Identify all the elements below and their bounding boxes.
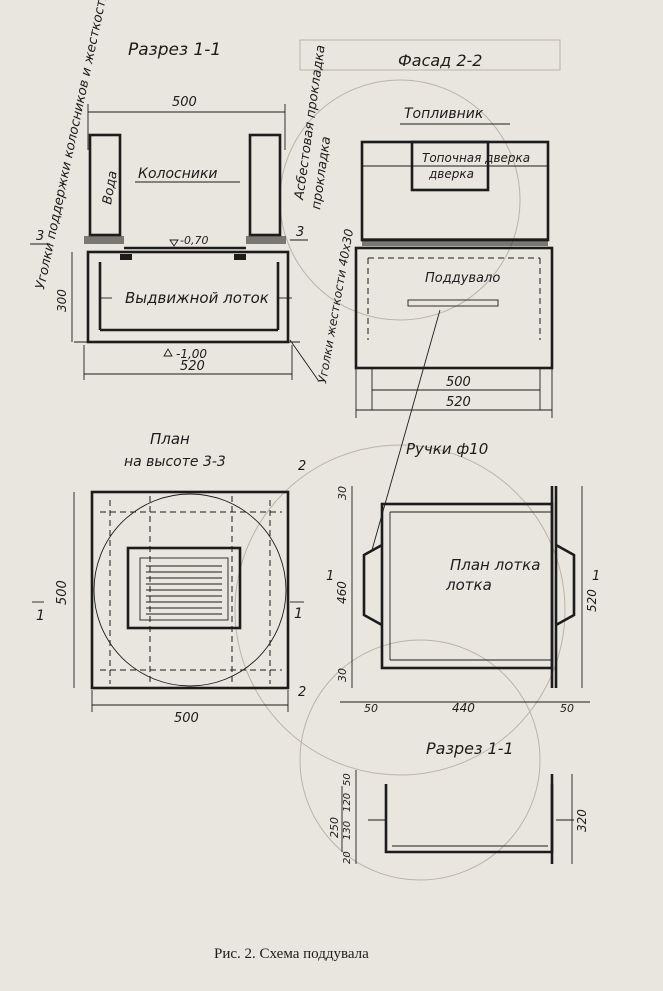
mark-top: -0,70 — [180, 234, 208, 247]
plan-mark-2-top: 2 — [298, 459, 306, 474]
handle-left — [362, 543, 383, 627]
tray-mark-1-left: 1 — [326, 569, 334, 584]
tray-section-title: Разрез 1-1 — [426, 739, 514, 758]
facade-dim-inner: 500 — [446, 375, 471, 390]
ashpit-label: Поддувало — [425, 271, 500, 286]
water-column-right — [248, 133, 282, 237]
facade-title: Фасад 2-2 — [398, 51, 482, 70]
plan-title: План — [150, 430, 190, 448]
plan-outline — [90, 490, 290, 690]
tray-plan: Ручки ф10 План лотка лотка 30 460 30 520… — [326, 440, 600, 715]
tray-section-body — [384, 784, 554, 854]
svg-text:лотка: лотка — [445, 576, 492, 594]
tray-sec-dim-20: 20 — [342, 851, 353, 864]
door-label: Топочная дверка — [422, 151, 530, 165]
plan-dim-side: 500 — [55, 580, 70, 605]
facade-2-2: Фасад 2-2 Топливник Топочная дверка двер… — [354, 51, 554, 551]
grate-bars — [146, 565, 222, 615]
tray-plan-label: План лотка — [450, 556, 540, 574]
plan-dim-bottom: 500 — [174, 711, 199, 726]
tray-sec-dim-320: 320 — [575, 809, 589, 832]
plan-mark-1-right: 1 — [294, 606, 303, 622]
grates-label: Колосники — [138, 166, 218, 182]
tray-sec-dim-250: 250 — [328, 817, 341, 838]
dim-bottom: 520 — [180, 359, 205, 374]
tray-dim-30-bottom: 30 — [336, 668, 349, 682]
tray-sec-dim-50: 50 — [342, 773, 353, 786]
mark-3-left: 3 — [36, 229, 44, 244]
tray-outline — [380, 502, 554, 670]
plan-subtitle: на высоте 3-3 — [124, 454, 226, 470]
tray-sec-dim-130: 130 — [342, 821, 353, 840]
grate-frame — [126, 546, 242, 630]
firebox-label: Топливник — [404, 106, 484, 122]
water-label: Вода — [100, 170, 121, 206]
support-corners-label: Уголки поддержки колосников и жесткости … — [33, 0, 120, 291]
section-1-1: Разрез 1-1 Уголки поддержки колосников и… — [30, 0, 356, 385]
tray-dim-460: 460 — [335, 581, 349, 604]
plan-mark-2-bottom: 2 — [298, 685, 306, 700]
bleed-through — [234, 39, 566, 881]
tray-dim-520: 520 — [585, 589, 599, 612]
facade-dim-outer: 520 — [446, 395, 471, 410]
mark-3-right: 3 — [296, 225, 304, 240]
ashpit-handle — [407, 299, 499, 307]
section-1-1-title: Разрез 1-1 — [128, 40, 221, 60]
handles-label: Ручки ф10 — [406, 440, 488, 458]
tray-mark-1-right: 1 — [592, 569, 600, 584]
corner-label: Уголки жесткости 40х30 — [315, 227, 356, 384]
svg-text:дверка: дверка — [428, 167, 474, 181]
tray-label: Выдвижной лоток — [125, 289, 269, 307]
plan-3-3: План на высоте 3-3 500 500 1 — [32, 430, 306, 726]
dim-height: 300 — [55, 289, 69, 312]
tray-dim-30-top: 30 — [336, 486, 349, 500]
tray-dim-50-right: 50 — [560, 702, 574, 715]
mark-bottom: -1,00 — [176, 347, 207, 361]
plan-mark-1-left: 1 — [36, 608, 45, 624]
water-column-left — [88, 133, 122, 237]
tray-sec-dim-120: 120 — [342, 793, 353, 812]
figure-caption: Рис. 2. Схема поддувала — [214, 946, 369, 962]
tray-section-1-1: Разрез 1-1 50 120 130 20 250 320 — [328, 739, 589, 864]
dim-top: 500 — [172, 95, 197, 110]
tray-dim-440: 440 — [452, 701, 475, 715]
handle-right — [555, 543, 576, 627]
ashpit-body — [354, 246, 554, 370]
plan-circle — [93, 493, 287, 687]
tray-dim-50-left: 50 — [364, 702, 378, 715]
